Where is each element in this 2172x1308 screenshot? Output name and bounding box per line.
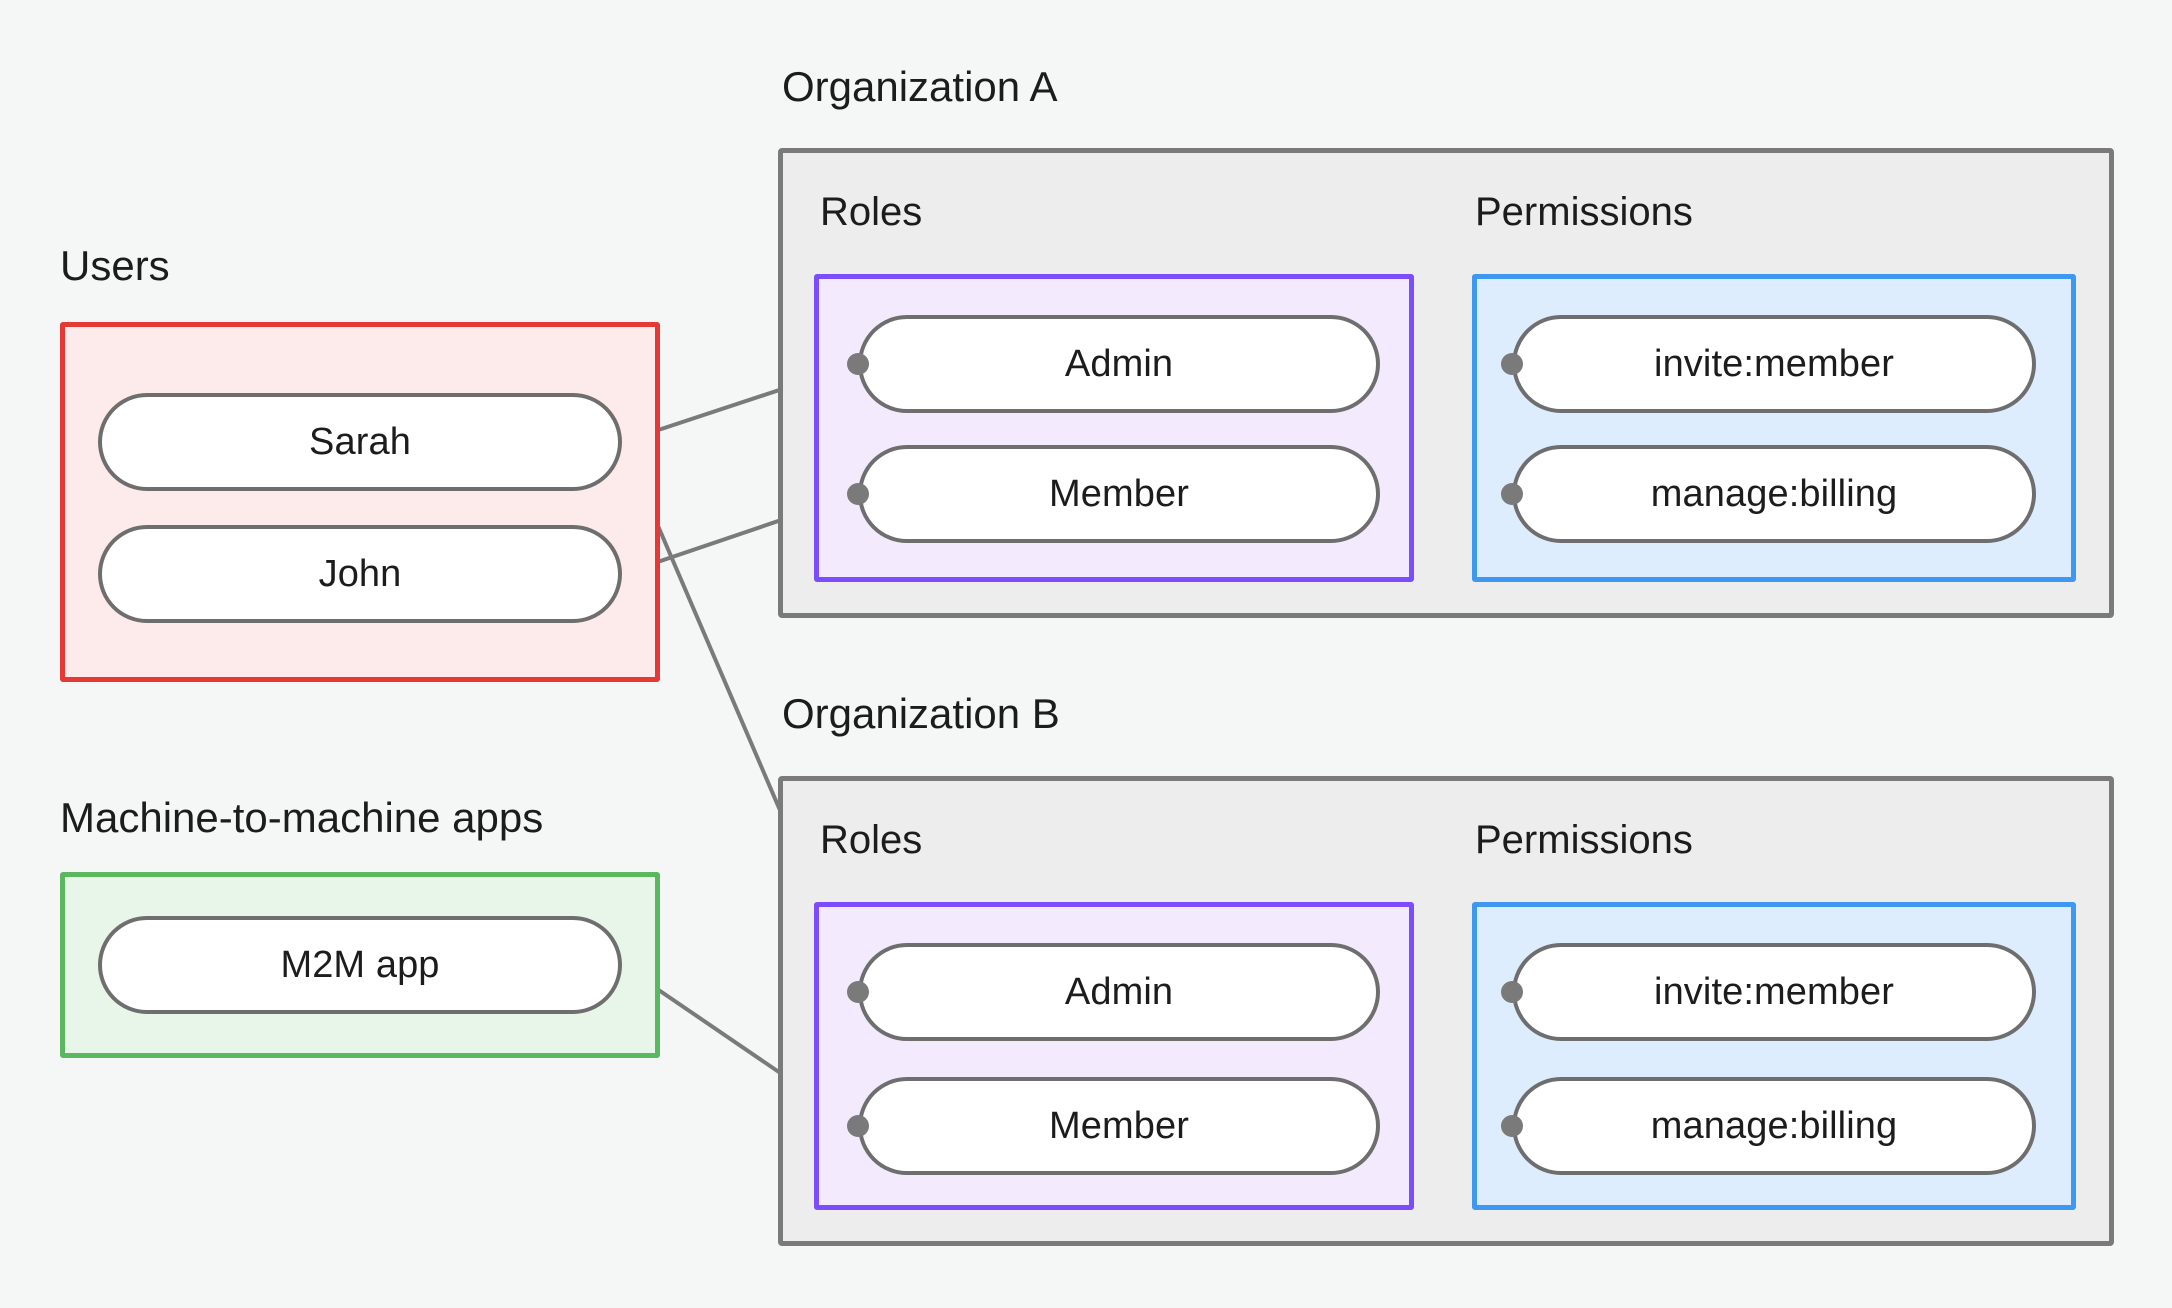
org-a-permission-pill-billing-label: manage:billing: [1650, 472, 1898, 515]
org-a-role-pill-member[interactable]: Member: [858, 445, 1380, 543]
org-b-permission-pill-billing-label: manage:billing: [1650, 1104, 1898, 1147]
org-a-permission-pill-invite-label: invite:member: [1654, 342, 1894, 385]
org-b-role-pill-admin-label: Admin: [1064, 970, 1174, 1013]
org-b-role-pill-admin[interactable]: Admin: [858, 943, 1380, 1041]
org-b-permission-pill-invite[interactable]: invite:member: [1512, 943, 2036, 1041]
m2m-pill-app-label: M2M app: [280, 943, 440, 986]
org-a-permission-pill-invite[interactable]: invite:member: [1512, 315, 2036, 413]
m2m-pill-app[interactable]: M2M app: [98, 916, 622, 1014]
user-pill-john-label: John: [318, 552, 402, 595]
org-a-title: Organization A: [782, 63, 1058, 110]
org-b-role-pill-member[interactable]: Member: [858, 1077, 1380, 1175]
user-pill-john[interactable]: John: [98, 525, 622, 623]
m2m-group-label: Machine-to-machine apps: [60, 794, 544, 841]
org-b-permission-pill-invite-label: invite:member: [1654, 970, 1894, 1013]
users-group-box: [60, 322, 660, 682]
org-b-roles-label: Roles: [820, 818, 923, 862]
org-a-role-pill-member-label: Member: [1049, 472, 1189, 515]
user-pill-sarah-label: Sarah: [309, 420, 411, 463]
org-a-role-pill-admin[interactable]: Admin: [858, 315, 1380, 413]
org-a-permissions-label: Permissions: [1475, 190, 1693, 234]
org-a-roles-label: Roles: [820, 190, 923, 234]
org-a-role-pill-admin-label: Admin: [1064, 342, 1174, 385]
user-pill-sarah[interactable]: Sarah: [98, 393, 622, 491]
org-b-permission-pill-billing[interactable]: manage:billing: [1512, 1077, 2036, 1175]
org-b-title: Organization B: [782, 690, 1060, 737]
org-b-role-pill-member-label: Member: [1049, 1104, 1189, 1147]
users-group-label: Users: [60, 242, 170, 289]
org-b-permissions-label: Permissions: [1475, 818, 1693, 862]
org-a-permission-pill-billing[interactable]: manage:billing: [1512, 445, 2036, 543]
